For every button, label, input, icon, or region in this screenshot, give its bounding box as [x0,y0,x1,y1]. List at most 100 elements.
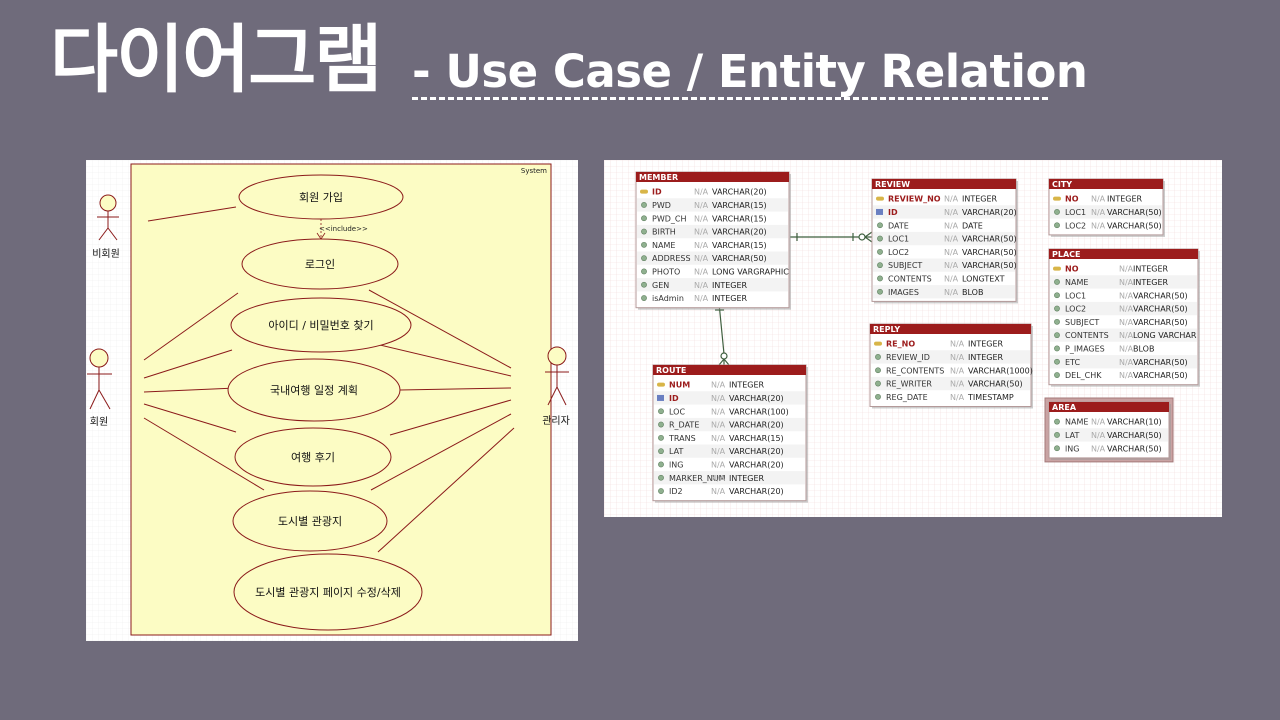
column-type: INTEGER [712,294,748,303]
column-name: lNG [1065,444,1079,453]
column-type: VARCHAR(50) [712,254,767,263]
table-name: ROUTE [656,366,686,375]
column-nullable: N/A [711,434,726,443]
column-icon [1054,418,1060,425]
column-name: LAT [1065,431,1079,440]
table-name: REPLY [873,325,900,334]
column-type: VARCHAR(50) [1133,305,1188,314]
use-case-label: 로그인 [305,258,335,271]
column-icon [1054,318,1060,325]
use-case-login: 로그인 [241,238,399,290]
column-nullable: N/A [694,254,709,263]
column-type: LONG VARCHAR [1133,331,1197,340]
column-name: ADDRESS [652,254,691,263]
column-type: VARCHAR(15) [729,434,784,443]
table-name: REVIEW [875,180,910,189]
column-type: VARCHAR(15) [712,214,767,223]
column-nullable: N/A [1091,431,1106,440]
column-icon [877,248,883,255]
actor-admin [545,346,569,406]
column-name: GEN [652,281,669,290]
column-type: INTEGER [1133,278,1169,287]
column-nullable: N/A [694,201,709,210]
relationship-member-review [790,231,873,243]
column-nullable: N/A [1119,358,1134,367]
column-nullable: N/A [1119,331,1134,340]
use-case-diagram: System <<include>> 회원 가입 로그인 아이디 / 비밀번호 … [86,160,578,641]
column-icon [641,241,647,248]
column-name: LOC2 [1065,221,1086,230]
column-type: VARCHAR(10) [1107,418,1162,427]
page-subtitle: - Use Case / Entity Relation [412,45,1088,98]
column-nullable: N/A [1119,291,1134,300]
column-name: ID [652,188,662,197]
column-name: R_DATE [669,421,699,430]
column-nullable: N/A [944,235,959,244]
column-name: SUBJECT [1065,318,1099,327]
table-name: PLACE [1052,250,1081,259]
column-icon [1054,332,1060,339]
column-type: VARCHAR(50) [962,235,1017,244]
column-icon [641,215,647,222]
column-nullable: N/A [694,188,709,197]
column-name: NO [1065,265,1079,274]
column-icon [875,393,881,400]
column-nullable: N/A [944,261,959,270]
column-type: VARCHAR(20) [729,421,784,430]
use-case-label: 도시별 관광지 [278,515,342,528]
use-case-sign-up: 회원 가입 [238,174,404,220]
association-lines [143,206,515,553]
column-icon [1054,432,1060,438]
column-nullable: N/A [1119,318,1134,327]
use-case-label: 도시별 관광지 페이지 수정/삭제 [255,586,401,599]
column-name: CONTENTS [1065,331,1109,340]
column-icon [658,488,664,494]
column-type: INTEGER [729,474,765,483]
column-type: BLOB [962,288,983,297]
column-type: VARCHAR(50) [1133,318,1188,327]
column-type: LONG VARGRAPHIC [712,267,789,276]
column-icon [1054,345,1060,352]
column-name: CONTENTS [888,274,932,283]
column-icon [877,222,883,229]
column-type: VARCHAR(50) [1107,431,1162,440]
column-name: RE_WRITER [886,380,932,389]
column-nullable: N/A [1091,208,1106,217]
foreign-key-icon [657,394,664,401]
use-case-label: 국내여행 일정 계획 [270,383,358,397]
column-name: SUBJECT [888,261,922,270]
column-nullable: N/A [694,228,709,237]
column-nullable: N/A [694,281,709,290]
column-type: VARCHAR(20) [729,447,784,456]
column-type: INTEGER [712,281,748,290]
column-nullable: N/A [950,380,965,389]
column-name: lNG [669,460,683,469]
column-name: RE_NO [886,340,915,349]
column-name: REG_DATE [886,393,928,402]
column-nullable: N/A [944,288,959,297]
column-nullable: N/A [950,366,965,375]
column-icon [877,262,883,269]
column-type: INTEGER [1133,265,1169,274]
column-icon [658,461,664,468]
actor-member [87,348,112,410]
column-nullable: N/A [1091,195,1106,204]
column-name: IMAGES [888,288,919,297]
column-nullable: N/A [944,274,959,283]
title-underline [412,97,1048,100]
column-name: DATE [888,221,909,230]
column-nullable: N/A [950,340,965,349]
actor-member-label: 회원 [90,416,108,428]
column-type: INTEGER [968,340,1004,349]
column-nullable: N/A [944,208,959,217]
column-name: ETC [1065,358,1080,367]
column-nullable: N/A [711,460,726,469]
column-type: VARCHAR(50) [968,380,1023,389]
column-name: MARKER_NUM [669,474,726,483]
column-name: LOC1 [1065,291,1086,300]
